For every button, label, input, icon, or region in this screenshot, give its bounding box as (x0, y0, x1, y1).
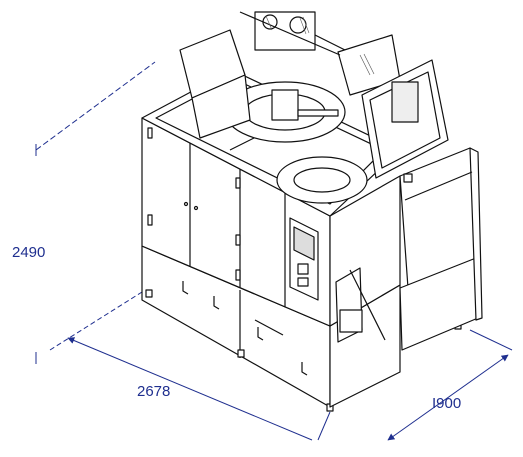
door-hinge (235, 177, 241, 189)
panel-button (297, 277, 309, 287)
cabinet-seam (404, 171, 473, 201)
dimension-lines (35, 61, 513, 441)
width-dimension-line (387, 354, 509, 441)
side-box (339, 309, 363, 333)
hatch-line (359, 54, 371, 76)
hopper-left-chute (191, 74, 251, 139)
drawer-handle (213, 296, 220, 310)
door-latch (193, 205, 199, 211)
pipe (239, 11, 341, 56)
length-dimension-line (67, 337, 313, 441)
door-hinge (235, 269, 241, 281)
rotary-table-lower (276, 156, 368, 204)
door-hinge (147, 127, 153, 139)
foot (237, 349, 245, 358)
enclosure-motor (391, 81, 419, 123)
control-screen (293, 226, 315, 261)
right-enclosure-inner (369, 71, 441, 169)
length-dimension-label: 2678 (137, 383, 171, 400)
foot (145, 289, 153, 298)
pipe (314, 34, 346, 51)
hatch-line (302, 16, 310, 34)
drawer-handle (257, 327, 264, 341)
electrical-cabinet-side (469, 147, 483, 321)
height-dimension-label: 2490 (12, 244, 46, 261)
door-hinge (235, 234, 241, 246)
panel-button (297, 263, 309, 275)
width-extension-right (469, 329, 513, 351)
drawer-handle (182, 281, 189, 295)
length-extension-left (49, 291, 143, 351)
hub-arm (297, 109, 339, 117)
hatch-line (299, 17, 307, 35)
rotary-table-lower-inner (293, 167, 351, 193)
width-dimension-label: I900 (432, 395, 462, 412)
door-latch (183, 201, 189, 207)
cabinet-knob (403, 173, 413, 183)
drawer-handle (301, 362, 308, 376)
hatch-line (265, 15, 273, 31)
length-extension-right (317, 411, 331, 441)
side-strut (349, 269, 386, 341)
hatching (265, 15, 375, 76)
hatch-line (363, 53, 375, 75)
drawer-bar (254, 319, 284, 336)
height-dimension-line (35, 61, 156, 151)
door-hinge (147, 214, 153, 226)
machine (141, 11, 483, 412)
central-hub (271, 89, 299, 121)
